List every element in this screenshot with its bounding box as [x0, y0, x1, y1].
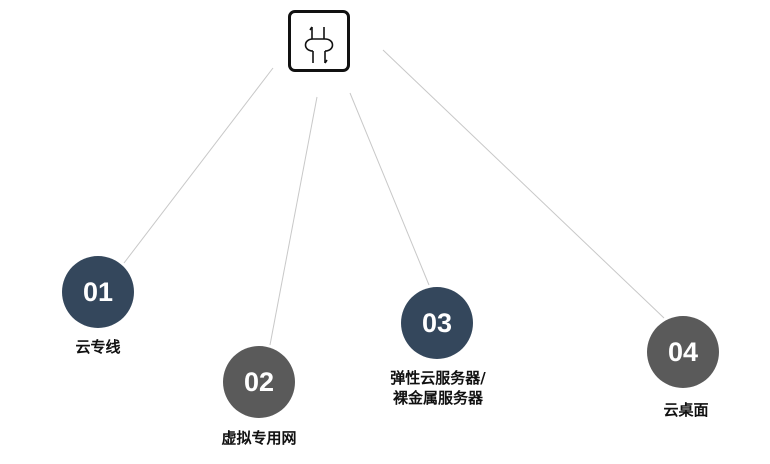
connector-line-03 [349, 92, 430, 286]
step-label-03-line1: 弹性云服务器/ [390, 369, 486, 387]
step-circle-02: 02 [223, 346, 295, 418]
connector-line-02 [269, 96, 318, 346]
exchange-loop-icon [304, 26, 334, 64]
connector-line-04 [382, 49, 665, 319]
step-number-04: 04 [667, 336, 699, 367]
step-circle-04: 04 [647, 316, 719, 388]
step-label-04: 云桌面 [663, 401, 709, 419]
step-label-02: 虚拟专用网 [221, 429, 297, 447]
step-number-01: 01 [82, 276, 114, 307]
step-circle-01: 01 [62, 256, 134, 328]
hub-icon-box [288, 10, 350, 72]
step-number-02: 02 [243, 366, 275, 397]
connector-line-01 [123, 67, 274, 264]
step-label-01: 云专线 [75, 338, 121, 356]
step-circle-03: 03 [401, 287, 473, 359]
step-number-03: 03 [421, 307, 453, 338]
step-label-03-line2: 裸金属服务器 [392, 389, 483, 407]
step-label-03: 弹性云服务器/ 裸金属服务器 [372, 368, 504, 408]
